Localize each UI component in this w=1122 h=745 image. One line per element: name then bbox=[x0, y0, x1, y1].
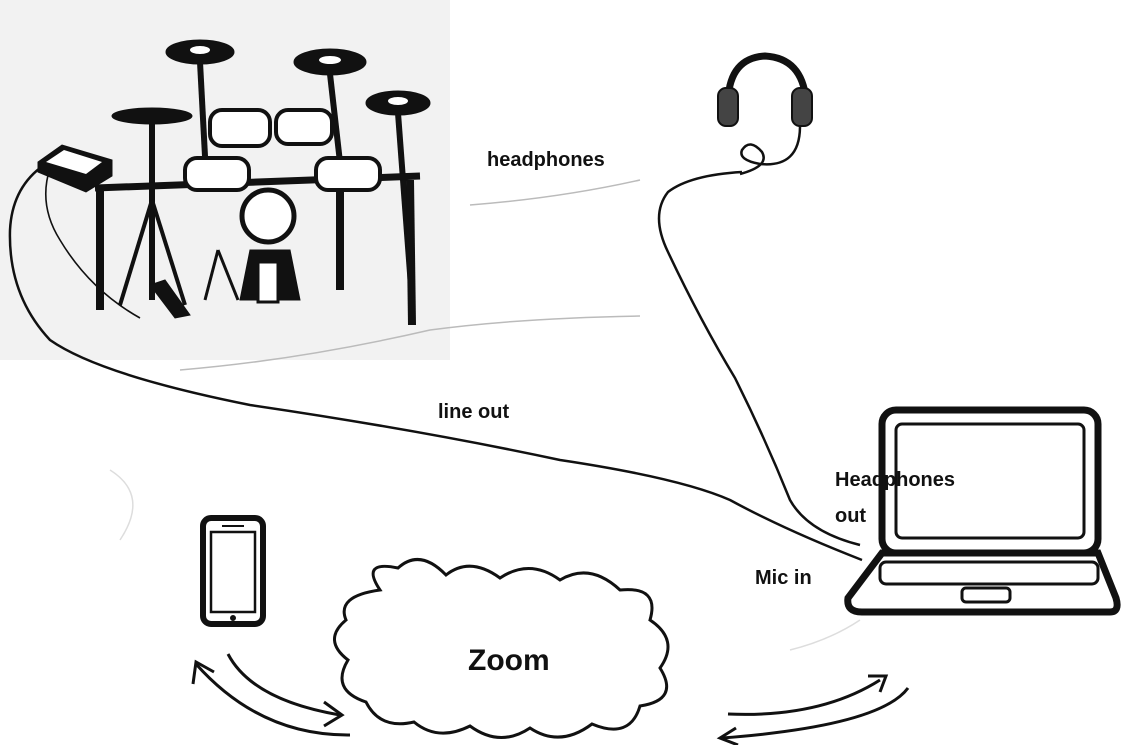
tom-pad-1 bbox=[210, 110, 270, 146]
label-headphones-out-line2: out bbox=[835, 505, 866, 527]
snare-pad bbox=[185, 158, 249, 190]
headphones-icon bbox=[718, 56, 812, 174]
label-headphones: headphones bbox=[487, 149, 605, 171]
arrow-zoom-to-laptop bbox=[728, 680, 880, 714]
label-headphones-out-line1: Headphones bbox=[835, 469, 955, 491]
hihat-cymbal bbox=[112, 108, 192, 124]
label-zoom: Zoom bbox=[468, 644, 550, 677]
tom-pad-2 bbox=[276, 110, 332, 144]
floor-tom-pad bbox=[316, 158, 380, 190]
headphone-cable bbox=[659, 172, 860, 545]
connection-arrows bbox=[193, 654, 908, 745]
laptop-icon bbox=[848, 410, 1117, 612]
label-line-out: line out bbox=[438, 401, 509, 423]
label-mic-in: Mic in bbox=[755, 567, 812, 589]
smartphone-icon bbox=[203, 518, 263, 624]
kick-pad bbox=[242, 190, 294, 242]
